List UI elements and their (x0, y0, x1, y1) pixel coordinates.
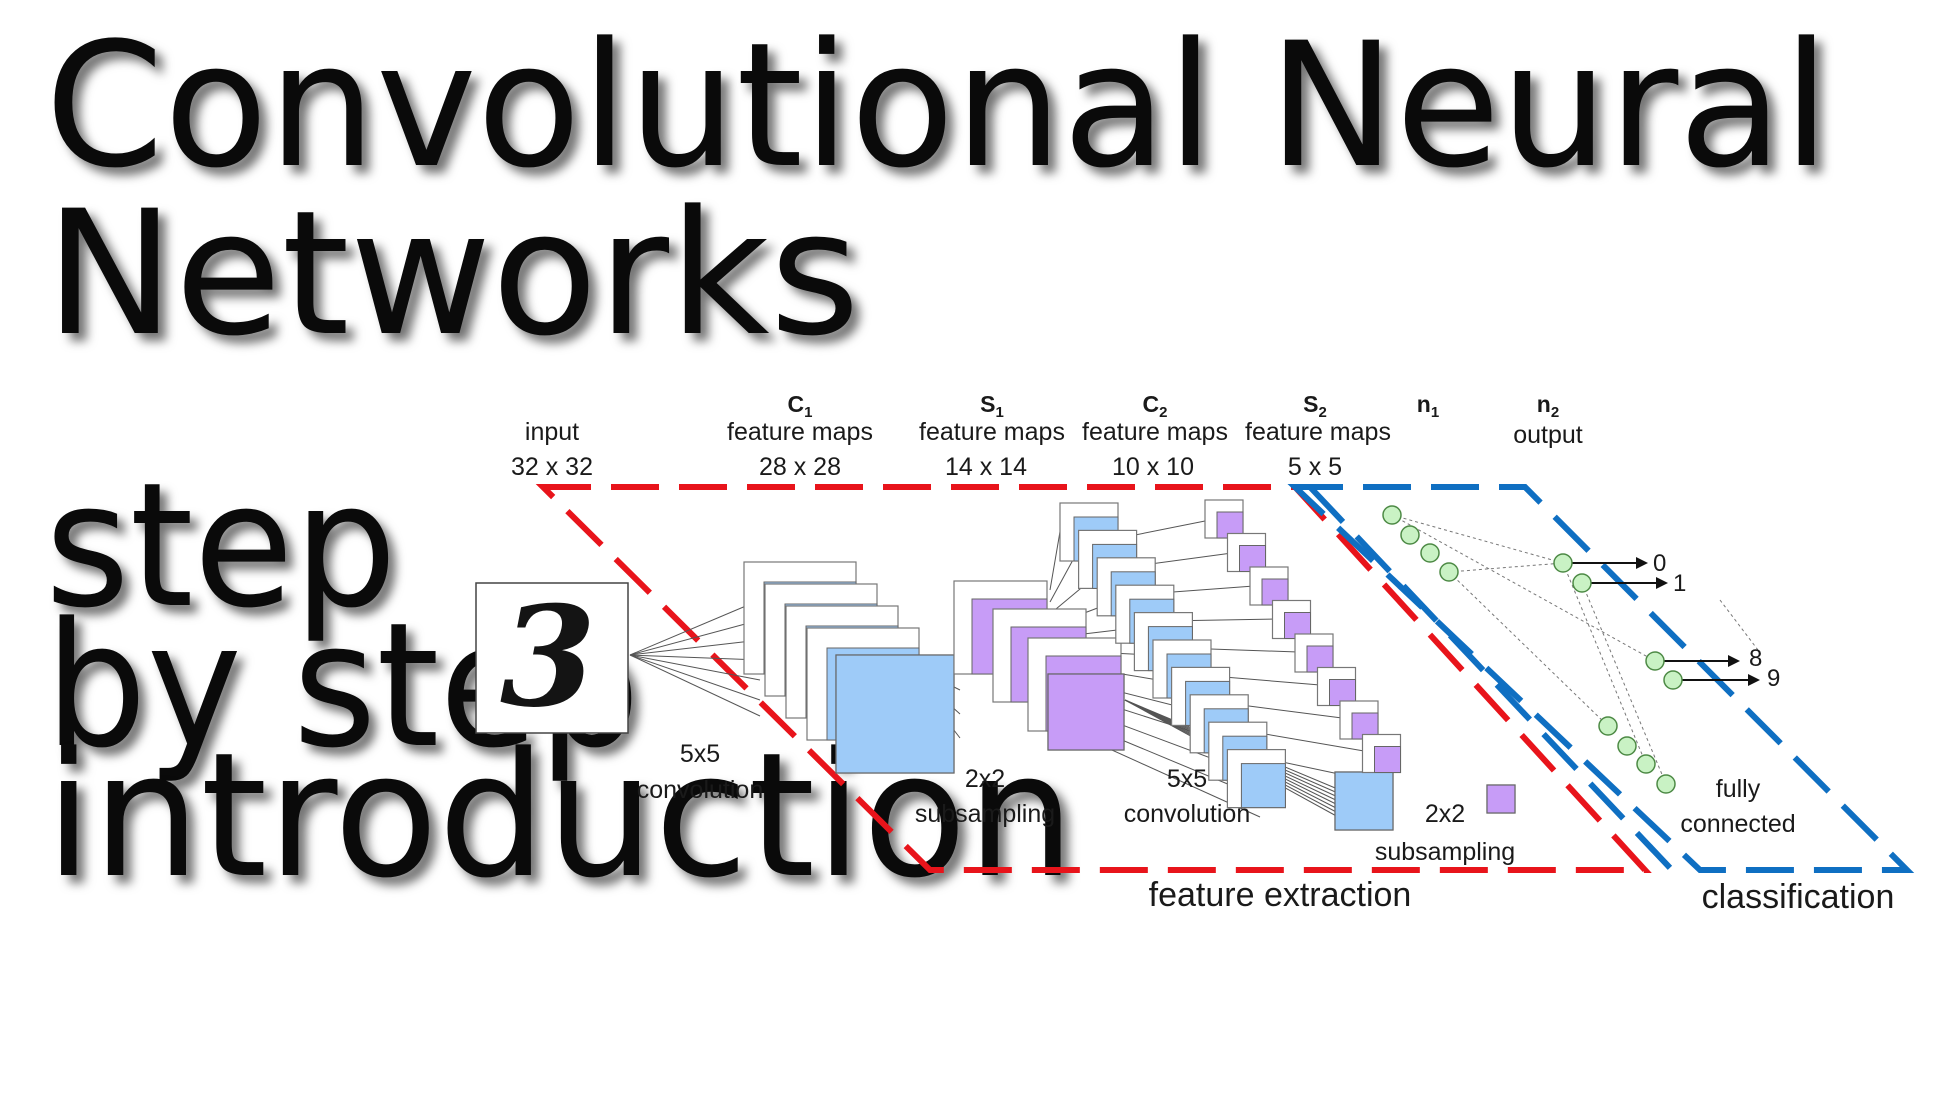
c1-feature-maps: feature maps (727, 418, 873, 446)
c2-label: C2 (1143, 391, 1168, 421)
output-arrow-head-0 (1636, 557, 1648, 569)
fc-edge-3 (1448, 571, 1609, 727)
neuron-9 (1617, 736, 1637, 756)
fc-edge-6 (1719, 599, 1759, 651)
title-line-convolutional-neural: Convolutional Neural (45, 5, 1830, 206)
conv1-edge-6 (629, 654, 761, 717)
output-arrow-head-1 (1656, 577, 1668, 589)
op-fc-a: fully (1716, 775, 1761, 803)
neuron-4 (1553, 553, 1573, 573)
output-arrow-head-3 (1748, 674, 1760, 686)
input-digit: 3 (500, 575, 596, 738)
feature-map-stacks (743, 499, 1516, 831)
feature-extraction-boundary (535, 484, 1652, 873)
section-boundaries (535, 484, 1915, 873)
neuron-11 (1656, 774, 1676, 794)
neuron-7 (1663, 670, 1683, 690)
output-8: 8 (1749, 645, 1762, 672)
op-sub1-name: subsampling (915, 800, 1055, 828)
conv1-edge-1 (629, 619, 761, 656)
input-size: 32 x 32 (511, 453, 593, 481)
op-conv2-name: convolution (1124, 800, 1250, 828)
op-fc-b: connected (1680, 810, 1795, 838)
section-feature-extraction: feature extraction (1149, 876, 1412, 914)
c1-map-4 (835, 654, 955, 774)
op-conv2-size: 5x5 (1167, 765, 1207, 793)
neuron-0 (1382, 505, 1402, 525)
output-9: 9 (1767, 665, 1780, 692)
s2-map-7 (1374, 746, 1401, 773)
c2-feature-maps: feature maps (1082, 418, 1228, 446)
s1-size: 14 x 14 (945, 453, 1027, 481)
conv1-edge-5 (629, 654, 761, 701)
s1-map-3 (1047, 673, 1125, 751)
neuron-3 (1439, 562, 1459, 582)
subtitle-line-step: step (45, 445, 397, 646)
classification-inner-boundary (1307, 484, 1675, 873)
s2-size: 5 x 5 (1288, 453, 1342, 481)
c2-map-10 (1334, 771, 1394, 831)
output-0: 0 (1653, 550, 1666, 577)
input-image-frame (475, 582, 629, 734)
n2-label: n2 (1537, 391, 1559, 421)
diagram-labels: input 32 x 32 C1 feature maps 28 x 28 S1… (511, 391, 1894, 916)
output-1: 1 (1673, 570, 1686, 597)
s2-map-8 (1486, 784, 1516, 814)
fc-edge-5 (1562, 562, 1647, 765)
fc-edge-1 (1448, 562, 1564, 573)
c1-size: 28 x 28 (759, 453, 841, 481)
s1-label: S1 (980, 391, 1004, 421)
op-sub1-size: 2x2 (965, 765, 1005, 793)
op-sub2-size: 2x2 (1425, 800, 1465, 828)
input-image: 3 (475, 575, 629, 738)
neuron-5 (1572, 573, 1592, 593)
fc-edge-2 (1391, 514, 1656, 662)
fc-edge-4 (1581, 582, 1667, 785)
op-sub2-name: subsampling (1375, 838, 1515, 866)
neuron-2 (1420, 543, 1440, 563)
classification-boundary (1287, 484, 1915, 873)
output-arrow-head-2 (1728, 655, 1740, 667)
conv1-edge-4 (629, 654, 761, 681)
n2-output: output (1513, 421, 1583, 449)
neuron-6 (1645, 651, 1665, 671)
title-line-networks: Networks (45, 173, 861, 374)
n1-label: n1 (1417, 391, 1439, 421)
c2-size: 10 x 10 (1112, 453, 1194, 481)
s2-feature-maps: feature maps (1245, 418, 1391, 446)
op-conv1-name: convolution (637, 776, 763, 804)
neuron-nodes (1382, 505, 1683, 794)
c2-map-9 (1240, 763, 1286, 809)
s2-label: S2 (1303, 391, 1327, 421)
c1-label: C1 (788, 391, 813, 421)
section-classification: classification (1702, 878, 1895, 916)
s1-feature-maps: feature maps (919, 418, 1065, 446)
op-conv1-size: 5x5 (680, 740, 720, 768)
input-label: input (525, 418, 579, 446)
conv1-edge-3 (629, 654, 761, 661)
neuron-8 (1598, 716, 1618, 736)
conv1-edge-2 (629, 639, 761, 656)
neuron-1 (1400, 525, 1420, 545)
conv1-edge-0 (629, 599, 761, 656)
neuron-10 (1636, 754, 1656, 774)
